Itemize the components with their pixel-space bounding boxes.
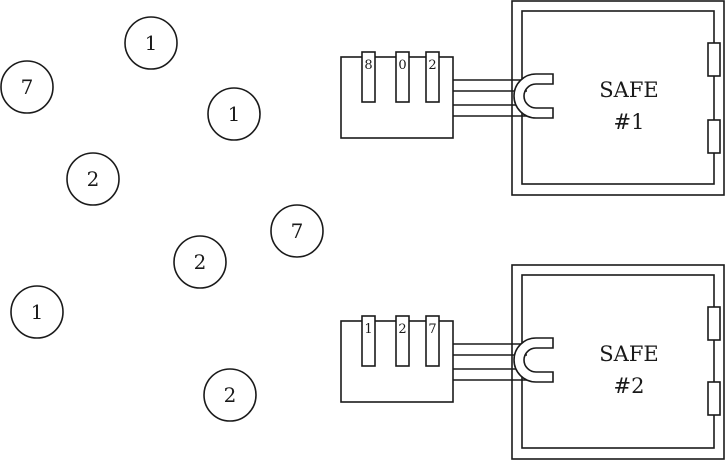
safe-2: SAFE #2 [511, 264, 725, 460]
coin-value: 7 [291, 219, 304, 243]
coin[interactable]: 2 [66, 152, 120, 206]
safe-hinge [707, 119, 721, 154]
lock-dial[interactable]: 2 [395, 315, 410, 367]
safe-hinge [707, 42, 721, 77]
lock-dial[interactable]: 1 [361, 315, 376, 367]
coin-value: 2 [87, 167, 100, 191]
coin-value: 2 [224, 383, 237, 407]
lock-digit: 2 [428, 58, 436, 73]
lock-1-shackle [453, 73, 554, 119]
safe-1: SAFE #1 [511, 0, 725, 196]
lock-dial[interactable]: 8 [361, 51, 376, 103]
lock-digit: 1 [364, 322, 372, 337]
safe-number: #2 [614, 374, 645, 398]
coin[interactable]: 7 [270, 204, 324, 258]
coin-value: 7 [21, 75, 34, 99]
coin-value: 1 [31, 300, 44, 324]
lock-dial[interactable]: 7 [425, 315, 440, 367]
lock-digit: 0 [398, 58, 406, 73]
coin-value: 1 [228, 102, 241, 126]
lock-digit: 7 [428, 322, 436, 337]
coin[interactable]: 7 [0, 60, 54, 114]
safe-hinge [707, 306, 721, 341]
safe-number: #1 [614, 110, 645, 134]
coin[interactable]: 2 [173, 235, 227, 289]
safe-hinge [707, 381, 721, 416]
lock-digit: 8 [364, 58, 372, 73]
coin-value: 2 [194, 250, 207, 274]
combination-lock-2: 1 2 7 [340, 315, 454, 403]
combination-lock-1: 8 0 2 [340, 51, 454, 139]
coin[interactable]: 1 [124, 16, 178, 70]
coin-value: 1 [145, 31, 158, 55]
lock-2-shackle [453, 337, 554, 383]
coin[interactable]: 2 [203, 368, 257, 422]
safe-title: SAFE [599, 78, 658, 102]
coin[interactable]: 1 [10, 285, 64, 339]
safe-title: SAFE [599, 342, 658, 366]
lock-digit: 2 [398, 322, 406, 337]
lock-dial[interactable]: 2 [425, 51, 440, 103]
lock-dial[interactable]: 0 [395, 51, 410, 103]
coin[interactable]: 1 [207, 87, 261, 141]
